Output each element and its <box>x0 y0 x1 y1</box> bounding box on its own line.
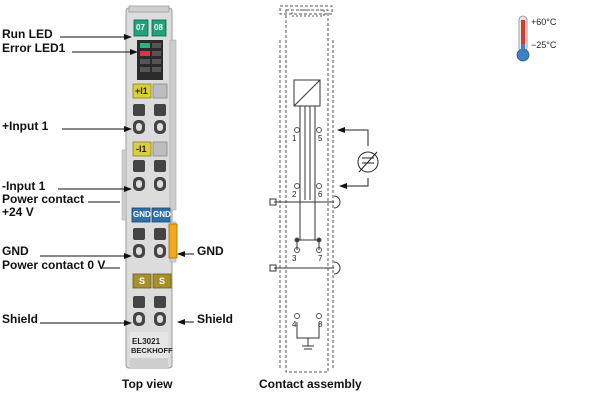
label-run-led: Run LED <box>2 27 53 41</box>
marker-minus-i1: -I1 <box>136 144 147 154</box>
marker-s-a: S <box>139 276 146 286</box>
pin-number-3: 3 <box>292 254 297 263</box>
terminal-block <box>121 5 178 369</box>
pin-number-6: 6 <box>318 190 323 199</box>
caption-top-view: Top view <box>122 377 173 391</box>
label-error-led: Error LED1 <box>2 41 66 55</box>
marker-plus-i1: +I1 <box>135 86 148 96</box>
label-input1-plus: +Input 1 <box>2 119 49 133</box>
label-shield-right: Shield <box>197 312 234 326</box>
run-led-indicator-2 <box>151 19 167 37</box>
label-power-contact-24: Power contact <box>2 192 85 206</box>
pin-number-4: 4 <box>292 320 297 329</box>
pin-number-5: 5 <box>318 134 323 143</box>
pin-number-2: 2 <box>292 190 297 199</box>
led-number-07: 07 <box>136 23 145 32</box>
terminal-brand: BECKHOFF <box>131 346 173 355</box>
pin-number-7: 7 <box>318 254 323 263</box>
contact-assembly <box>269 5 341 373</box>
temp-max: +60°C <box>531 17 557 27</box>
led-number-08: 08 <box>154 23 163 32</box>
pin-number-8: 8 <box>318 320 323 329</box>
temp-min: −25°C <box>531 40 557 50</box>
error-led-indicator <box>140 51 150 56</box>
marker-gnd-a: GND <box>133 210 151 219</box>
run-led-indicator <box>133 19 149 37</box>
label-gnd-left: GND <box>2 244 29 258</box>
marker-s-b: S <box>159 276 166 286</box>
label-shield-left: Shield <box>2 312 39 326</box>
label-power-contact-24-value: +24 V <box>2 205 34 219</box>
power-contact-bar <box>168 223 178 259</box>
marker-gnd-b: GND <box>153 210 171 219</box>
pin-number-1: 1 <box>292 134 297 143</box>
label-gnd-right: GND <box>197 244 224 258</box>
sensor-circuit <box>337 127 379 189</box>
label-power-contact-0: Power contact 0 V <box>2 258 106 272</box>
terminal-model: EL3021 <box>132 337 161 346</box>
caption-contact-assembly: Contact assembly <box>259 377 362 391</box>
thermometer-icon <box>516 15 530 62</box>
label-input1-minus: -Input 1 <box>2 179 46 193</box>
top-view-leaders <box>40 34 194 326</box>
